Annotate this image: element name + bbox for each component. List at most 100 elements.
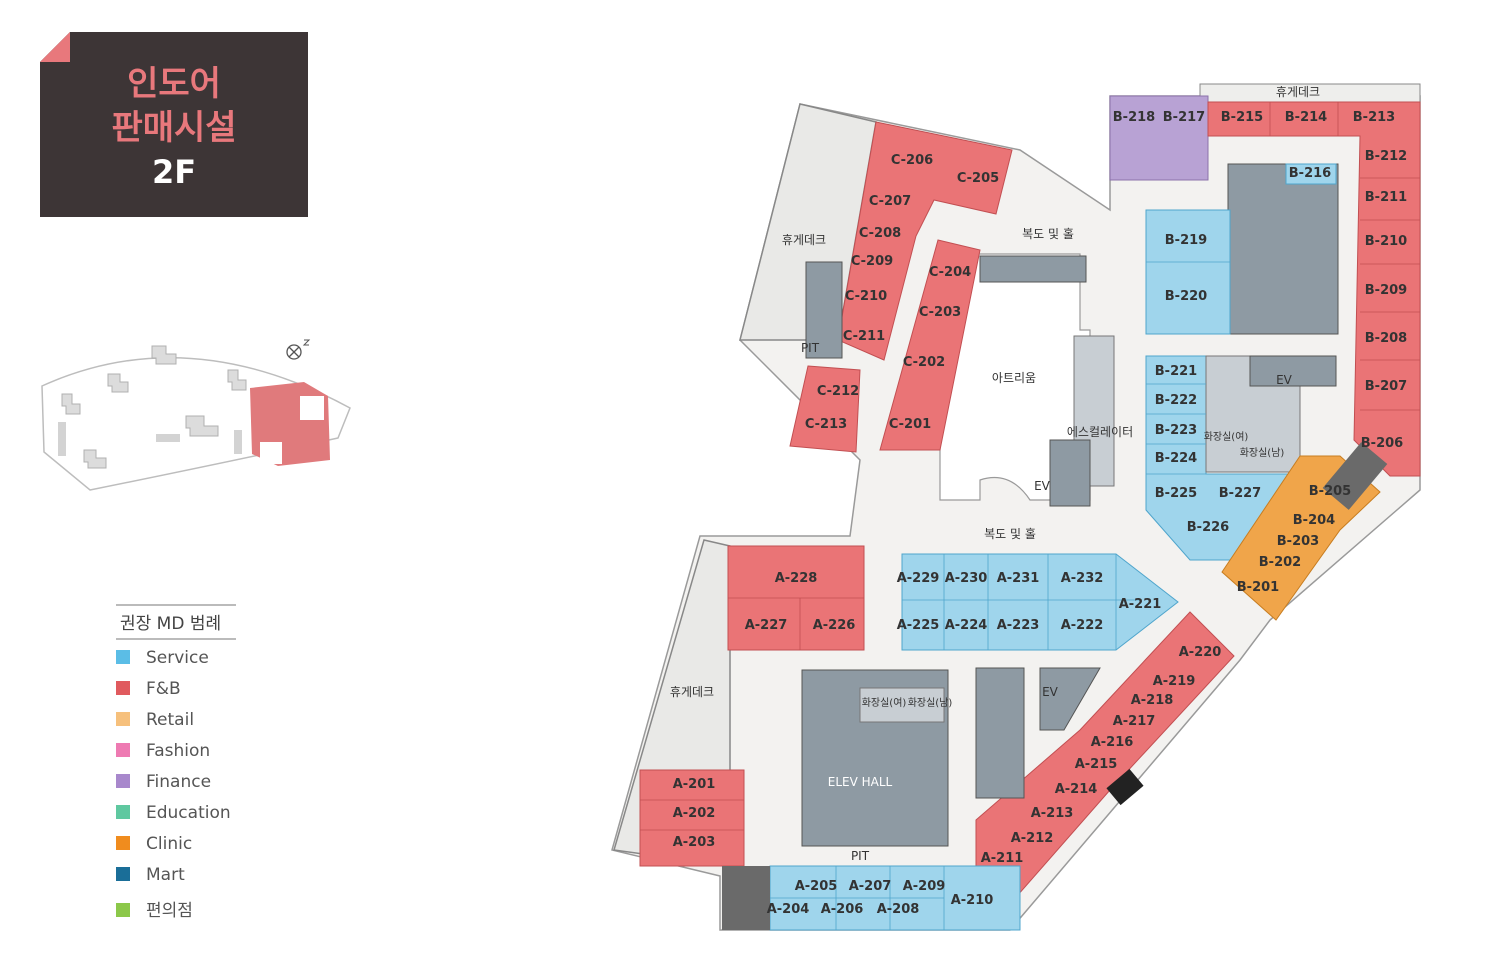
legend-item: Education bbox=[116, 803, 231, 825]
unit-label-a215: A-215 bbox=[1075, 757, 1118, 772]
unit-label-b220: B-220 bbox=[1165, 289, 1207, 304]
restroom-label-a-1: 화장실(여) bbox=[862, 697, 907, 709]
service-core-a-east bbox=[975, 667, 1025, 799]
column-block bbox=[1106, 768, 1144, 806]
unit-label-b217: B-217 bbox=[1163, 110, 1205, 125]
b-block-finance bbox=[1109, 95, 1209, 181]
c-block-south bbox=[789, 365, 861, 453]
a-block-fb-south bbox=[639, 769, 745, 867]
key-map-block bbox=[156, 434, 180, 442]
unit-label-c202: C-202 bbox=[903, 355, 945, 370]
unit-label-c206: C-206 bbox=[891, 153, 933, 168]
unit-label-a227: A-227 bbox=[745, 618, 788, 633]
pit-label-c: PIT bbox=[801, 341, 820, 355]
elevator-core-b bbox=[1249, 355, 1337, 387]
atrium-void bbox=[939, 253, 1091, 501]
key-map-building bbox=[300, 396, 324, 420]
unit-label-c207: C-207 bbox=[869, 194, 911, 209]
rest-deck-label-west: 휴게데크 bbox=[670, 685, 714, 699]
site-key-map bbox=[41, 339, 351, 491]
floor-title-panel bbox=[40, 32, 308, 217]
unit-label-c210: C-210 bbox=[845, 289, 887, 304]
stair-core-b bbox=[1322, 442, 1388, 510]
legend-item: Mart bbox=[116, 865, 185, 887]
unit-label-b213: B-213 bbox=[1353, 110, 1395, 125]
unit-label-a219: A-219 bbox=[1153, 674, 1196, 689]
service-core-a-diag bbox=[1039, 667, 1101, 731]
title-line-2: 판매시설 bbox=[111, 108, 237, 148]
ev-label-a: EV bbox=[1042, 685, 1059, 699]
rest-deck-label-north: 휴게데크 bbox=[782, 233, 826, 247]
unit-label-a207: A-207 bbox=[849, 879, 892, 894]
b-block-service-small bbox=[1285, 163, 1337, 185]
legend-swatch bbox=[116, 650, 130, 664]
restroom-core-a bbox=[859, 687, 945, 723]
key-map-block bbox=[58, 422, 66, 456]
key-map-building bbox=[227, 369, 247, 391]
unit-label-c212: C-212 bbox=[817, 384, 859, 399]
legend-item: Fashion bbox=[116, 741, 210, 763]
unit-label-a216: A-216 bbox=[1091, 735, 1134, 750]
key-map-building bbox=[61, 393, 81, 415]
unit-label-c204: C-204 bbox=[929, 265, 971, 280]
unit-label-b223: B-223 bbox=[1155, 423, 1197, 438]
unit-label-c211: C-211 bbox=[843, 329, 885, 344]
unit-label-a217: A-217 bbox=[1113, 714, 1156, 729]
legend-swatch bbox=[116, 867, 130, 881]
unit-label-b225: B-225 bbox=[1155, 486, 1197, 501]
legend-item: Clinic bbox=[116, 834, 192, 856]
restroom-label-b-1: 화장실(여) bbox=[1204, 431, 1249, 443]
unit-label-b224: B-224 bbox=[1155, 451, 1197, 466]
unit-label-c203: C-203 bbox=[919, 305, 961, 320]
floor-label: 2F bbox=[151, 153, 197, 191]
key-map-block bbox=[234, 430, 242, 454]
title-corner-accent bbox=[40, 32, 70, 62]
atrium-label: 아트리움 bbox=[992, 371, 1036, 385]
unit-label-b201: B-201 bbox=[1237, 580, 1279, 595]
unit-label-b203: B-203 bbox=[1277, 534, 1319, 549]
unit-label-a230: A-230 bbox=[945, 571, 988, 586]
unit-label-b218: B-218 bbox=[1113, 110, 1155, 125]
unit-label-b216: B-216 bbox=[1289, 166, 1331, 181]
legend-label: Service bbox=[146, 648, 209, 668]
unit-label-b214: B-214 bbox=[1285, 110, 1327, 125]
legend-swatch bbox=[116, 805, 130, 819]
unit-label-b215: B-215 bbox=[1221, 110, 1263, 125]
key-map-building bbox=[260, 442, 282, 464]
b-block-service-north bbox=[1145, 209, 1231, 335]
legend-label: Retail bbox=[146, 710, 195, 730]
unit-label-b209: B-209 bbox=[1365, 283, 1407, 298]
unit-label-a232: A-232 bbox=[1061, 571, 1104, 586]
unit-label-a204: A-204 bbox=[767, 902, 810, 917]
restroom-label-a-2: 화장실(남) bbox=[908, 697, 953, 709]
unit-label-a220: A-220 bbox=[1179, 645, 1222, 660]
unit-label-c201: C-201 bbox=[889, 417, 931, 432]
unit-label-a209: A-209 bbox=[903, 879, 946, 894]
key-map-building bbox=[185, 415, 219, 437]
unit-label-a221: A-221 bbox=[1119, 597, 1162, 612]
unit-label-b208: B-208 bbox=[1365, 331, 1407, 346]
title-line-1: 인도어 bbox=[127, 64, 221, 104]
c-block-atrium bbox=[879, 239, 981, 451]
legend-swatch bbox=[116, 774, 130, 788]
unit-label-b212: B-212 bbox=[1365, 149, 1407, 164]
restroom-label-b-2: 화장실(남) bbox=[1240, 447, 1285, 459]
unit-label-a205: A-205 bbox=[795, 879, 838, 894]
key-map-building bbox=[151, 345, 177, 365]
unit-label-a229: A-229 bbox=[897, 571, 940, 586]
unit-label-c209: C-209 bbox=[851, 254, 893, 269]
unit-label-a223: A-223 bbox=[997, 618, 1040, 633]
rest-deck-label-top: 휴게데크 bbox=[1276, 85, 1320, 99]
unit-label-a202: A-202 bbox=[673, 806, 716, 821]
escalator-label: 에스컬레이터 bbox=[1067, 425, 1133, 439]
pit-label-south: PIT bbox=[851, 849, 870, 863]
legend-item: 편의점 bbox=[116, 896, 193, 921]
unit-label-a226: A-226 bbox=[813, 618, 856, 633]
service-core-c bbox=[805, 261, 843, 359]
key-map-building bbox=[83, 449, 107, 469]
unit-label-b227: B-227 bbox=[1219, 486, 1261, 501]
unit-label-a222: A-222 bbox=[1061, 618, 1104, 633]
unit-label-b202: B-202 bbox=[1259, 555, 1301, 570]
legend-label: Mart bbox=[146, 865, 185, 885]
unit-label-b219: B-219 bbox=[1165, 233, 1207, 248]
